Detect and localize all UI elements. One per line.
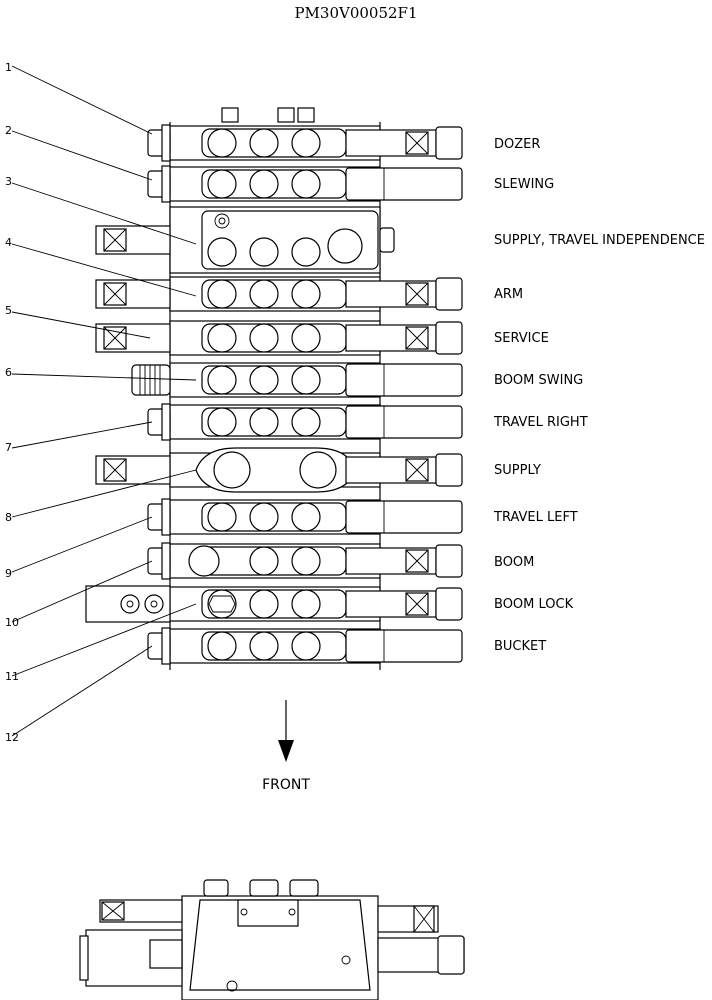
callout-number: 5 xyxy=(5,304,12,317)
valve-section-service: SERVICE xyxy=(95,320,549,356)
section-label-travel-left: TRAVEL LEFT xyxy=(493,510,578,525)
valve-section-dozer: DOZER xyxy=(147,124,540,162)
section-label-supply-travel-independence: SUPPLY, TRAVEL INDEPENDENCE xyxy=(494,233,705,248)
callout-8: 8 xyxy=(5,469,197,524)
section-label-dozer: DOZER xyxy=(494,137,540,152)
valve-section-boom-lock: BOOM LOCK xyxy=(85,585,574,623)
callout-10: 10 xyxy=(5,560,153,629)
callout-number: 2 xyxy=(5,124,12,137)
callout-number: 11 xyxy=(5,670,19,683)
callout-number: 12 xyxy=(5,731,19,744)
callout-leader-line xyxy=(11,182,197,245)
section-label-boom: BOOM xyxy=(494,555,534,570)
valve-section-bucket: BUCKET xyxy=(147,627,546,665)
callout-number: 4 xyxy=(5,236,12,249)
callout-leader-line xyxy=(11,560,153,623)
valve-section-travel-right: TRAVEL RIGHT xyxy=(147,403,588,441)
callout-1: 1 xyxy=(5,61,153,135)
section-label-service: SERVICE xyxy=(494,331,549,346)
valve-section-boom-swing: BOOM SWING xyxy=(131,362,583,398)
callout-number: 1 xyxy=(5,61,12,74)
side-view-drawing xyxy=(79,879,465,1000)
callout-3: 3 xyxy=(5,175,197,245)
section-label-bucket: BUCKET xyxy=(494,639,546,654)
callout-number: 8 xyxy=(5,511,12,524)
callout-5: 5 xyxy=(5,304,151,339)
callout-leader-line xyxy=(11,421,153,449)
callout-leader-line xyxy=(11,311,151,339)
front-arrow xyxy=(278,700,294,762)
callout-7: 7 xyxy=(5,421,153,454)
valve-section-slewing: SLEWING xyxy=(147,165,554,203)
valve-section-travel-left: TRAVEL LEFT xyxy=(147,498,578,536)
callout-4: 4 xyxy=(5,236,197,297)
section-label-arm: ARM xyxy=(494,287,523,302)
callout-number: 6 xyxy=(5,366,12,379)
callout-leader-line xyxy=(11,65,153,135)
callout-6: 6 xyxy=(5,366,197,381)
valve-section-supply: SUPPLY xyxy=(95,447,541,493)
section-label-slewing: SLEWING xyxy=(494,177,554,192)
callout-12: 12 xyxy=(5,645,153,744)
top-bolts xyxy=(221,107,315,123)
section-label-boom-swing: BOOM SWING xyxy=(494,373,583,388)
callout-number: 3 xyxy=(5,175,12,188)
callout-11: 11 xyxy=(5,603,197,683)
section-label-travel-right: TRAVEL RIGHT xyxy=(493,415,588,430)
valve-section-arm: ARM xyxy=(95,276,523,312)
callout-leader-line xyxy=(11,516,153,573)
callout-leader-line xyxy=(11,373,197,381)
callout-leader-line xyxy=(11,130,153,181)
section-label-supply: SUPPLY xyxy=(494,463,541,478)
callout-9: 9 xyxy=(5,516,153,580)
section-label-boom-lock: BOOM LOCK xyxy=(494,597,574,612)
front-label: FRONT xyxy=(262,777,310,793)
valve-section-boom: BOOM xyxy=(147,542,534,580)
callout-leader-line xyxy=(11,469,197,518)
callout-leader-line xyxy=(11,645,153,737)
callout-2: 2 xyxy=(5,124,153,181)
figure-code: PM30V00052F1 xyxy=(294,4,417,22)
callout-number: 9 xyxy=(5,567,12,580)
callout-leader-line xyxy=(11,243,197,297)
valve-section-supply-travel-independence: SUPPLY, TRAVEL INDEPENDENCE xyxy=(95,206,705,274)
callout-number: 7 xyxy=(5,441,12,454)
callout-number: 10 xyxy=(5,616,19,629)
callout-leader-line xyxy=(11,603,197,677)
